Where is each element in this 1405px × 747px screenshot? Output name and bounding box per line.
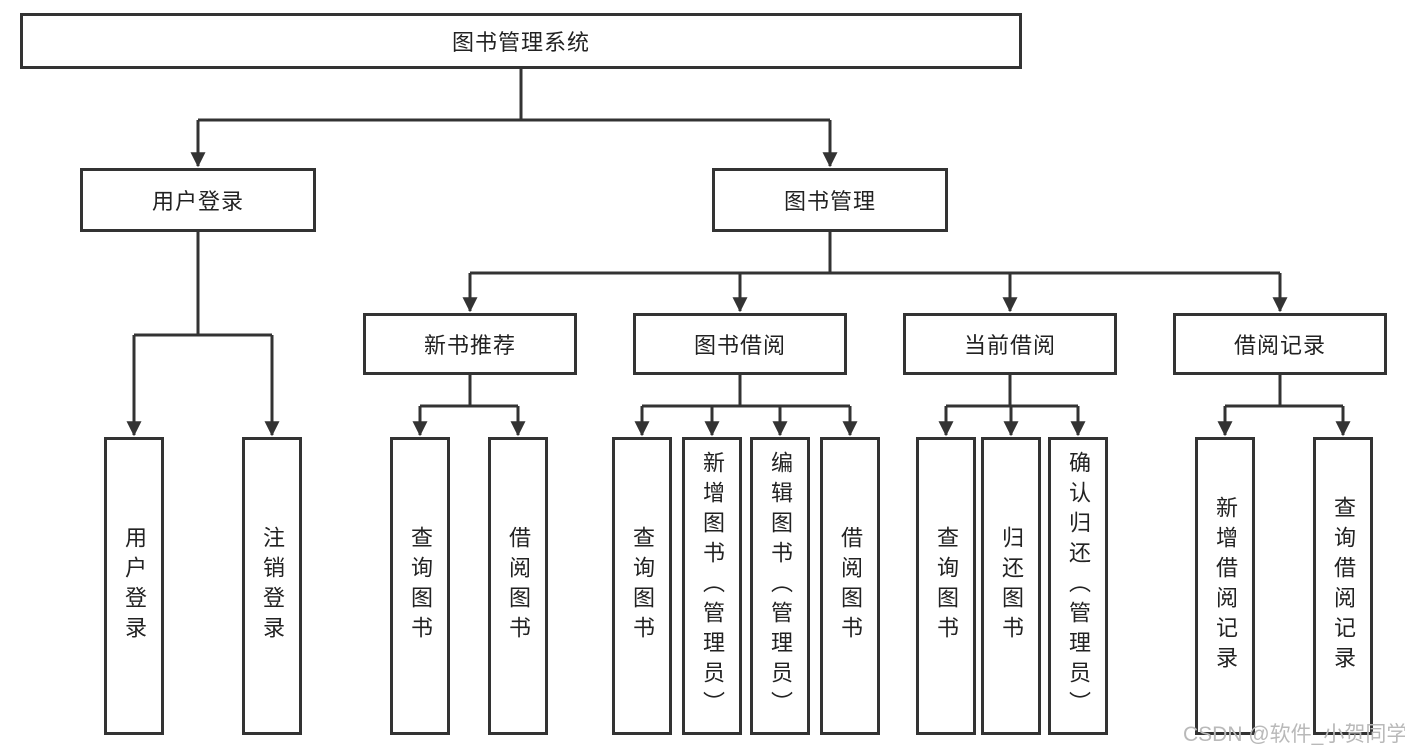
leaf-logout: 注销登录 xyxy=(242,437,302,735)
leaf-cb-return-books: 归还图书 xyxy=(981,437,1041,735)
node-root-label: 图书管理系统 xyxy=(451,30,590,55)
leaf-bb-edit-books: 编辑图书（管理员） xyxy=(750,437,810,735)
node-book-borrow-label: 图书借阅 xyxy=(693,333,786,358)
leaf-nb-borrow-books: 借阅图书 xyxy=(488,437,548,735)
connector-user-login xyxy=(126,232,280,437)
leaf-br-query-record-label: 查询借阅记录 xyxy=(1331,496,1356,676)
node-borrow-records-label: 借阅记录 xyxy=(1233,333,1326,358)
leaf-nb-query-books-label: 查询图书 xyxy=(408,526,433,646)
node-borrow-records: 借阅记录 xyxy=(1173,313,1387,375)
leaf-bb-query-books-label: 查询图书 xyxy=(630,526,655,646)
leaf-nb-query-books: 查询图书 xyxy=(390,437,450,735)
node-book-mgmt: 图书管理 xyxy=(712,168,948,232)
leaf-bb-borrow-books: 借阅图书 xyxy=(820,437,880,735)
node-new-book-rec: 新书推荐 xyxy=(363,313,577,375)
leaf-bb-add-books-label: 新增图书（管理员） xyxy=(700,451,725,721)
node-current-borrow: 当前借阅 xyxy=(903,313,1117,375)
node-new-book-rec-label: 新书推荐 xyxy=(423,333,516,358)
leaf-cb-confirm-return-label: 确认归还（管理员） xyxy=(1066,451,1091,721)
leaf-cb-confirm-return: 确认归还（管理员） xyxy=(1048,437,1108,735)
connector-root xyxy=(190,68,838,168)
leaf-bb-query-books: 查询图书 xyxy=(612,437,672,735)
node-current-borrow-label: 当前借阅 xyxy=(963,333,1056,358)
node-book-borrow: 图书借阅 xyxy=(633,313,847,375)
leaf-logout-label: 注销登录 xyxy=(260,526,285,646)
leaf-cb-query-books-label: 查询图书 xyxy=(934,526,959,646)
connector-book-borrow xyxy=(634,375,858,437)
connector-current-borrow xyxy=(938,375,1086,437)
leaf-user-login-label: 用户登录 xyxy=(122,526,147,646)
node-book-mgmt-label: 图书管理 xyxy=(783,189,876,214)
leaf-user-login: 用户登录 xyxy=(104,437,164,735)
leaf-bb-edit-books-label: 编辑图书（管理员） xyxy=(768,451,793,721)
leaf-bb-borrow-books-label: 借阅图书 xyxy=(838,526,863,646)
connector-book-mgmt xyxy=(462,232,1288,313)
leaf-br-query-record: 查询借阅记录 xyxy=(1313,437,1373,735)
leaf-cb-query-books: 查询图书 xyxy=(916,437,976,735)
connector-borrow-records xyxy=(1217,375,1351,437)
csdn-watermark: CSDN @软件_小贺同学 xyxy=(1183,723,1405,746)
leaf-br-add-record: 新增借阅记录 xyxy=(1195,437,1255,735)
leaf-bb-add-books: 新增图书（管理员） xyxy=(682,437,742,735)
leaf-nb-borrow-books-label: 借阅图书 xyxy=(506,526,531,646)
node-user-login-label: 用户登录 xyxy=(151,189,244,214)
node-root: 图书管理系统 xyxy=(20,13,1022,69)
node-user-login: 用户登录 xyxy=(80,168,316,232)
leaf-cb-return-books-label: 归还图书 xyxy=(999,526,1024,646)
leaf-br-add-record-label: 新增借阅记录 xyxy=(1213,496,1238,676)
connector-new-book-rec xyxy=(412,375,526,437)
